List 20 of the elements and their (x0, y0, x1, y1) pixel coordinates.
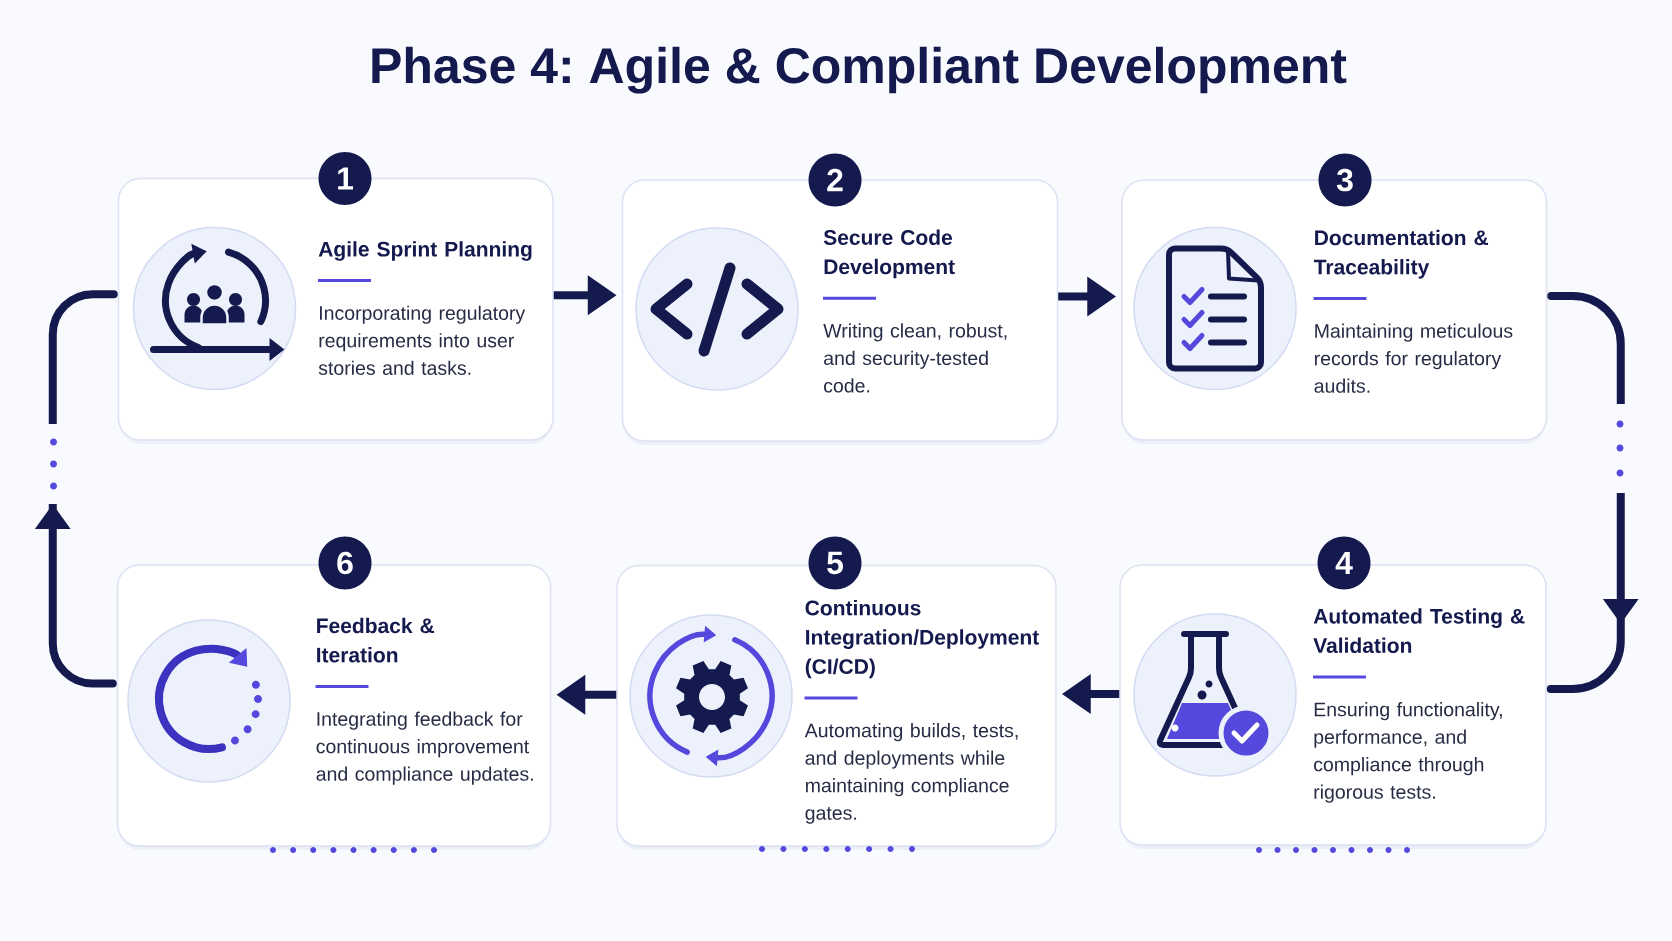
step-description: Integrating feedback for continuous improvement and compliance updates. (316, 711, 533, 785)
step-heading: Automated Testing & Validation (1313, 608, 1525, 653)
step-number-badge: 6 (318, 536, 372, 590)
step-number-badge: 5 (808, 536, 862, 590)
step-description: Incorporating regulatory requirements into user stories and tasks. (318, 305, 526, 375)
step-heading: Documentation & Traceability (1313, 229, 1489, 279)
step-number-badge: 4 (1317, 536, 1371, 590)
step-description: Automating builds, tests, and deployments while maintaining compliance gates. (804, 723, 1018, 824)
step-description: Ensuring functionality, performance, and compliance through rigorous tests. (1314, 702, 1502, 803)
step-number-badge: 2 (808, 153, 862, 207)
step-heading: Feedback & Iteration (317, 617, 435, 663)
title: Phase 4: Agile & Compliant Development (372, 46, 1347, 94)
step-number-badge: 1 (318, 152, 372, 205)
flow-arrow (34, 290, 118, 688)
step-heading: Continuous Integration/Deployment (CI/CD) (805, 600, 1039, 679)
step-number-badge: 3 (1318, 153, 1372, 207)
step-description: Maintaining meticulous records for regulatory audits. (1314, 323, 1513, 393)
step-description: Writing clean, robust, and security-tested code. (823, 323, 1007, 393)
step-heading: Secure Code Development (823, 229, 955, 279)
step-heading: Agile Sprint Planning (318, 241, 532, 261)
